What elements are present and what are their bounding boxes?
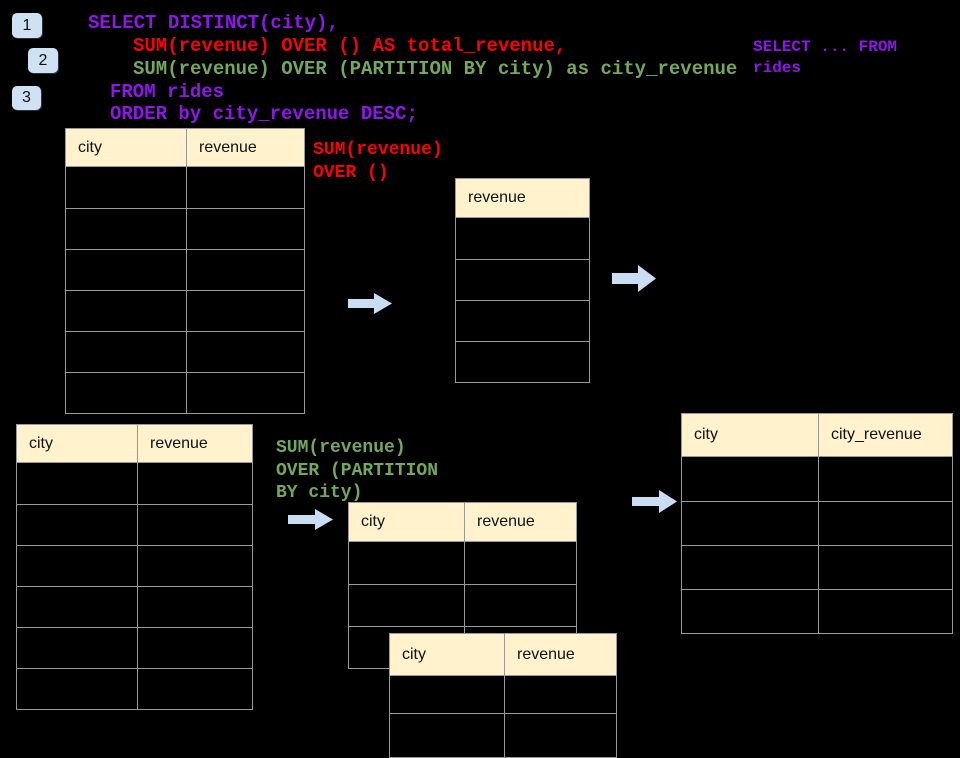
arrow-right-icon [632,490,677,513]
annotation-rides: rides [753,59,802,77]
table-header-row: city revenue [66,129,304,167]
table-row [66,372,304,413]
table-row [349,584,576,626]
table-row [17,586,252,627]
sql-line-from: FROM rides [110,81,225,103]
sql-line-total-revenue: SUM(revenue) OVER () AS total_revenue, [133,35,567,57]
column-header-city: city [361,513,385,530]
label-sum-over-line2: OVER () [313,163,389,183]
arrow-right-icon [348,293,392,314]
table-header-row: city city_revenue [682,414,952,457]
table-row [17,545,252,586]
table-row [456,218,589,259]
table-header-row: city revenue [349,503,576,542]
column-header-revenue: revenue [185,129,304,166]
table-row [17,668,252,709]
table-row [17,627,252,668]
table-row [682,589,952,633]
sql-line-order-by: ORDER by city_revenue DESC; [110,103,418,125]
column-header-city: city [694,426,718,443]
table-row [349,542,576,584]
annotation-select-from: SELECT ... FROM [753,38,898,56]
table-row [66,167,304,208]
table-row [17,504,252,545]
step-badge-1: 1 [12,13,42,38]
label-sum-over-line1: SUM(revenue) [313,140,443,160]
sql-line-select: SELECT DISTINCT(city), [88,12,339,34]
table-header-row: revenue [456,179,589,218]
table-source-bottom: city revenue [16,424,253,710]
table-city-revenue-result: city city_revenue [681,413,953,634]
step-badge-3: 3 [12,86,41,110]
table-row [66,249,304,290]
column-header-city: city [78,138,102,156]
table-row [66,290,304,331]
column-header-revenue: revenue [504,634,616,675]
table-row [390,676,616,713]
arrow-right-icon [288,509,333,530]
step-badge-2: 2 [28,48,58,73]
slide-canvas: { "title_context": "SQL window functions… [12,12,953,758]
column-header-city-revenue: city_revenue [818,414,952,456]
table-row [456,341,589,382]
table-partition-front: city revenue [389,633,617,758]
label-partition-line1: SUM(revenue) [276,438,406,458]
table-row [682,501,952,545]
table-row [66,208,304,249]
column-header-revenue: revenue [464,503,576,541]
column-header-city: city [29,434,53,452]
arrow-right-icon [612,265,656,292]
table-row [456,300,589,341]
table-header-row: city revenue [17,425,252,463]
column-header-revenue: revenue [468,189,526,206]
sql-line-partition: SUM(revenue) OVER (PARTITION BY city) as… [133,58,738,80]
table-header-row: city revenue [390,634,616,676]
label-partition-line3: BY city) [276,483,363,503]
table-row [682,457,952,501]
column-header-city: city [402,645,426,663]
column-header-revenue: revenue [137,425,252,462]
table-row [17,463,252,504]
table-source-top: city revenue [65,128,305,414]
table-partition-mid: city revenue [348,502,577,669]
label-partition-line2: OVER (PARTITION [276,461,439,481]
table-total-revenue: revenue [455,178,590,383]
table-row [456,259,589,300]
table-row [682,545,952,589]
table-row [66,331,304,372]
